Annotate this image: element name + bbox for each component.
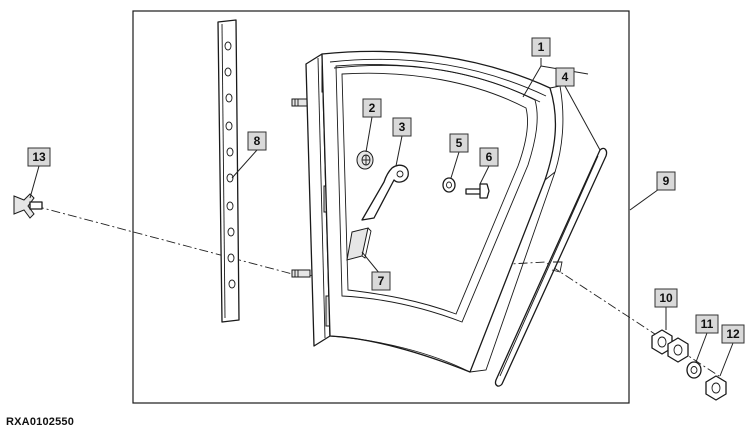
bolt-part bbox=[465, 183, 490, 199]
mounting-strip-part bbox=[217, 19, 240, 323]
nut-pair-part bbox=[651, 329, 689, 363]
latch-striker-part bbox=[361, 164, 409, 221]
svg-text:12: 12 bbox=[726, 327, 740, 341]
svg-text:2: 2 bbox=[369, 101, 376, 115]
diagram-frame bbox=[132, 10, 630, 404]
callout-9: 9 bbox=[656, 171, 676, 191]
callout-6: 6 bbox=[479, 147, 499, 167]
callout-8: 8 bbox=[247, 131, 267, 151]
svg-text:6: 6 bbox=[486, 150, 493, 164]
svg-text:4: 4 bbox=[562, 70, 569, 84]
lock-washer-part bbox=[686, 361, 702, 379]
callout-3: 3 bbox=[392, 117, 412, 137]
svg-text:9: 9 bbox=[663, 174, 670, 188]
callout-12: 12 bbox=[721, 324, 745, 344]
weather-strip-part bbox=[494, 147, 608, 387]
svg-text:11: 11 bbox=[701, 317, 714, 331]
svg-text:3: 3 bbox=[399, 120, 406, 134]
pad-part bbox=[346, 227, 372, 261]
svg-text:1: 1 bbox=[538, 40, 545, 54]
callout-11: 11 bbox=[695, 314, 719, 334]
wing-bolt-part bbox=[13, 193, 43, 219]
svg-text:13: 13 bbox=[32, 150, 46, 164]
callout-10: 10 bbox=[654, 288, 678, 308]
callout-13: 13 bbox=[27, 147, 51, 167]
door-panel-part bbox=[305, 50, 564, 373]
svg-text:5: 5 bbox=[456, 136, 463, 150]
callout-5: 5 bbox=[449, 133, 469, 153]
callout-1: 1 bbox=[531, 37, 551, 57]
callout-7: 7 bbox=[371, 271, 391, 291]
callout-2: 2 bbox=[362, 98, 382, 118]
hex-nut-part bbox=[705, 375, 727, 401]
svg-text:8: 8 bbox=[254, 134, 261, 148]
callout-4: 4 bbox=[555, 67, 575, 87]
washer-part bbox=[442, 177, 456, 193]
svg-text:7: 7 bbox=[378, 274, 385, 288]
round-bumper-part bbox=[356, 150, 374, 170]
svg-text:10: 10 bbox=[659, 291, 673, 305]
figure-reference-code: RXA0102550 bbox=[6, 416, 75, 428]
